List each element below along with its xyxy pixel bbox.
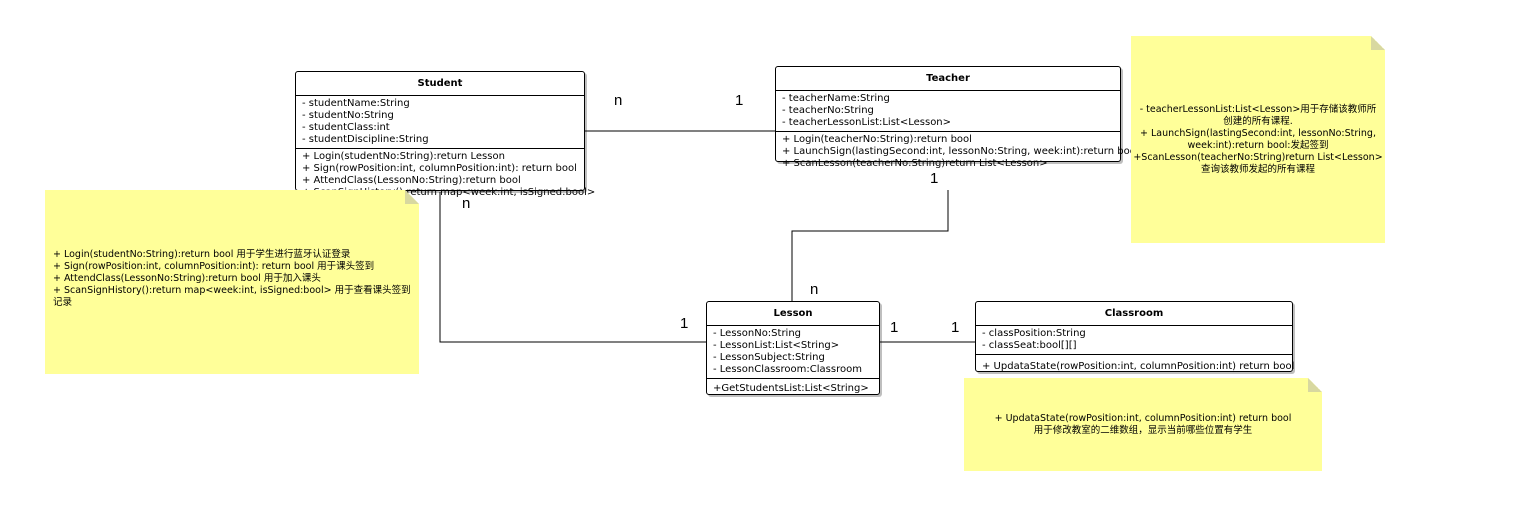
association-teacher-lesson <box>791 190 949 301</box>
attribute: - LessonList:List<String> <box>713 340 840 351</box>
attribute: - teacherNo:String <box>782 105 874 116</box>
attribute: - LessonSubject:String <box>713 352 825 363</box>
method: + AttendClass(LessonNo:String):return bo… <box>302 175 521 186</box>
multiplicity-lesson-classroom-lesson: 1 <box>890 319 899 336</box>
multiplicity-student-teacher-student: n <box>614 92 623 109</box>
class-teacher-name: Teacher <box>776 67 1120 91</box>
note-line: + UpdataState(rowPosition:int, columnPos… <box>994 412 1292 424</box>
attribute: - studentClass:int <box>302 122 390 133</box>
association-student-lesson <box>439 192 706 343</box>
attribute: - classPosition:String <box>982 328 1086 339</box>
class-student-methods: + Login(studentNo:String):return Lesson … <box>296 149 596 201</box>
attribute: - studentNo:String <box>302 110 394 121</box>
note-line: 查询该教师发起的所有课程 <box>1200 163 1315 175</box>
multiplicity-teacher-lesson-teacher: 1 <box>930 170 939 187</box>
attribute: - LessonNo:String <box>713 328 802 339</box>
class-student[interactable]: Student - studentName:String - studentNo… <box>295 71 595 198</box>
class-student-attributes: - studentName:String - studentNo:String … <box>296 96 584 149</box>
method: + LaunchSign(lastingSecond:int, lessonNo… <box>782 146 1139 157</box>
class-lesson-methods: +GetStudentsList:List<String> <box>707 379 879 397</box>
note-teacher[interactable]: - teacherLessonList:List<Lesson>用于存储该教师所… <box>1131 36 1385 243</box>
class-classroom-name: Classroom <box>976 302 1292 326</box>
method: + UpdataState(rowPosition:int, columnPos… <box>982 361 1295 372</box>
note-line: - teacherLessonList:List<Lesson>用于存储该教师所 <box>1139 103 1377 115</box>
note-line: + ScanSignHistory():return map<week:int,… <box>53 285 411 296</box>
note-line: 用于修改教室的二维数组，显示当前哪些位置有学生 <box>1033 424 1253 436</box>
attribute: - teacherLessonList:List<Lesson> <box>782 117 952 128</box>
method: + ScanSignHistory():return map<week:int,… <box>302 187 596 198</box>
attribute: - teacherName:String <box>782 93 890 104</box>
multiplicity-teacher-lesson-lesson: n <box>810 281 819 298</box>
class-lesson-attributes: - LessonNo:String - LessonList:List<Stri… <box>707 326 879 379</box>
note-line: + AttendClass(LessonNo:String):return bo… <box>53 273 321 284</box>
multiplicity-student-lesson-lesson: 1 <box>680 315 689 332</box>
note-line: 记录 <box>53 297 73 308</box>
method: + Login(studentNo:String):return Lesson <box>302 151 505 162</box>
attribute: - studentDiscipline:String <box>302 134 429 145</box>
class-classroom-attributes: - classPosition:String - classSeat:bool[… <box>976 326 1292 355</box>
class-classroom[interactable]: Classroom - classPosition:String - class… <box>975 301 1295 375</box>
attribute: - studentName:String <box>302 98 410 109</box>
method: + Sign(rowPosition:int, columnPosition:i… <box>302 163 577 174</box>
class-classroom-methods: + UpdataState(rowPosition:int, columnPos… <box>976 355 1295 375</box>
multiplicity-lesson-classroom-classroom: 1 <box>951 319 960 336</box>
method: + Login(teacherNo:String):return bool <box>782 134 972 145</box>
class-student-name: Student <box>296 72 584 96</box>
note-student[interactable]: + Login(studentNo:String):return bool 用于… <box>45 190 419 374</box>
note-line: 创建的所有课程. <box>1223 115 1293 127</box>
method: +GetStudentsList:List<String> <box>713 383 869 394</box>
note-line: + Sign(rowPosition:int, columnPosition:i… <box>53 261 375 272</box>
attribute: - classSeat:bool[][] <box>982 340 1077 351</box>
note-line: + LaunchSign(lastingSecond:int, lessonNo… <box>1140 127 1376 139</box>
note-classroom[interactable]: + UpdataState(rowPosition:int, columnPos… <box>964 378 1322 471</box>
class-teacher-attributes: - teacherName:String - teacherNo:String … <box>776 91 1120 132</box>
class-teacher-methods: + Login(teacherNo:String):return bool + … <box>776 132 1139 172</box>
multiplicity-student-teacher-teacher: 1 <box>735 92 744 109</box>
method: + ScanLesson(teacherNo:String)return Lis… <box>782 158 1048 169</box>
class-teacher[interactable]: Teacher - teacherName:String - teacherNo… <box>775 66 1139 169</box>
note-line: + Login(studentNo:String):return bool 用于… <box>53 249 351 260</box>
note-line: +ScanLesson(teacherNo:String)return List… <box>1133 151 1383 163</box>
class-lesson[interactable]: Lesson - LessonNo:String - LessonList:Li… <box>706 301 880 395</box>
note-line: week:int):return bool:发起签到 <box>1187 139 1329 151</box>
class-lesson-name: Lesson <box>707 302 879 326</box>
multiplicity-student-lesson-student: n <box>462 195 471 212</box>
attribute: - LessonClassroom:Classroom <box>713 364 862 375</box>
